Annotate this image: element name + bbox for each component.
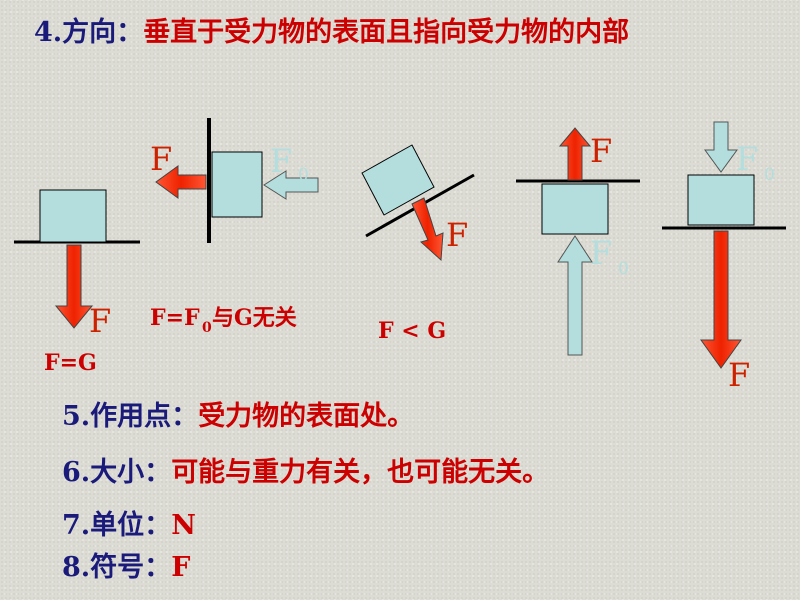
force-label: F — [89, 302, 111, 340]
relation-sub: 0 — [202, 320, 212, 336]
point-label: 6.大小： — [62, 457, 172, 488]
relation-tail: 与G无关 — [212, 305, 297, 331]
force-label: F — [728, 356, 750, 394]
heading: 4.方向：垂直于受力物的表面且指向受力物的内部 — [34, 10, 629, 49]
force-arrow — [700, 230, 742, 369]
pressing-force-label: F — [590, 234, 612, 272]
pressing-force-label: F — [736, 140, 758, 178]
point-label: 8.符号： — [62, 552, 172, 583]
block — [211, 151, 263, 218]
point-value: 受力物的表面处。 — [198, 401, 415, 432]
point-label: 7.单位： — [62, 510, 172, 541]
diagram-incline: F F < G — [361, 144, 475, 344]
diagram-pressed-down: F 0 F — [662, 121, 786, 394]
force-label: F — [150, 140, 172, 178]
relation-label: F < G — [378, 318, 446, 344]
point-value: 可能与重力有关，也可能无关。 — [171, 457, 550, 488]
applied-arrow — [263, 170, 319, 200]
relation-label: F=G — [44, 350, 97, 376]
block — [361, 144, 435, 216]
applied-arrow — [557, 235, 593, 356]
relation-main: F=F — [150, 305, 200, 331]
block — [687, 174, 755, 226]
point-unit: 7.单位：N — [62, 503, 196, 542]
point-value: F — [171, 552, 191, 583]
pressing-force-sub: 0 — [764, 165, 775, 185]
point-application: 5.作用点：受力物的表面处。 — [62, 394, 414, 433]
heading-value: 垂直于受力物的表面且指向受力物的内部 — [143, 17, 630, 48]
diagram-horizontal: F F=G — [14, 189, 140, 376]
force-arrow — [54, 244, 94, 329]
force-arrow — [411, 197, 444, 262]
pressing-force-label: F — [270, 142, 292, 180]
point-magnitude: 6.大小：可能与重力有关，也可能无关。 — [62, 450, 549, 489]
diagram-ceiling: F F 0 — [516, 127, 640, 356]
diagram-vertical-wall: F F 0 F=F 0 与G无关 — [150, 118, 319, 336]
heading-label: 4.方向： — [34, 17, 144, 48]
block — [541, 183, 609, 235]
point-label: 5.作用点： — [62, 401, 199, 432]
pressing-force-sub: 0 — [298, 165, 309, 185]
point-symbol: 8.符号：F — [62, 545, 190, 584]
block — [39, 189, 107, 243]
pressing-force-sub: 0 — [618, 259, 629, 279]
applied-arrow — [704, 121, 738, 173]
force-arrow — [155, 165, 207, 199]
point-value: N — [171, 510, 196, 541]
force-label: F — [446, 216, 468, 254]
force-label: F — [590, 132, 612, 170]
force-arrow — [558, 127, 592, 181]
